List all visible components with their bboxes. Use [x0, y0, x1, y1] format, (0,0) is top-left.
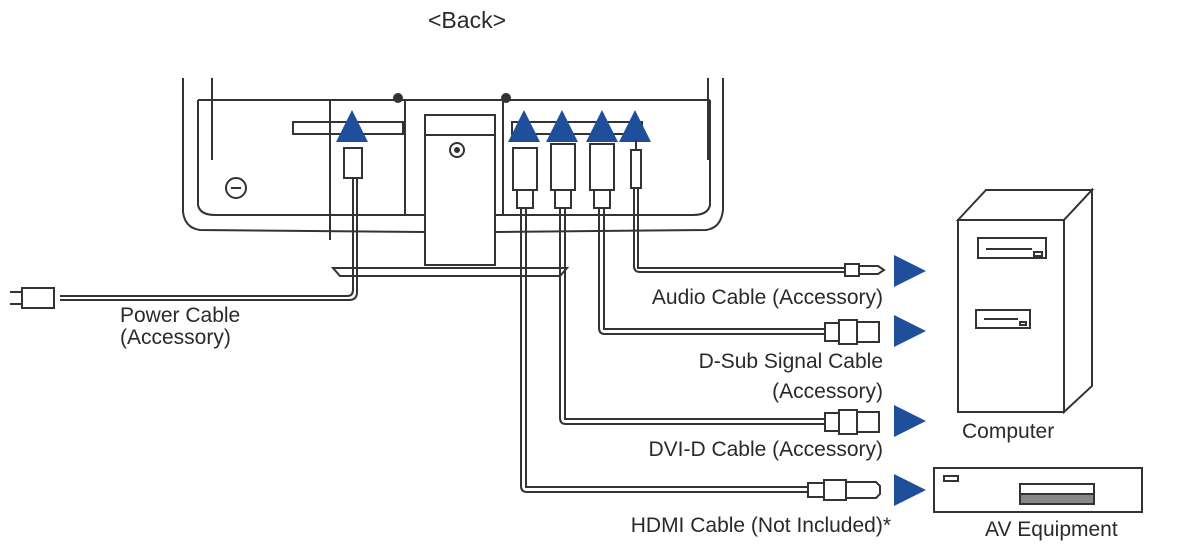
dvid-cable [559, 208, 825, 425]
audio-plug [630, 149, 642, 189]
cable-ends [10, 263, 886, 501]
dsub-cable-sublabel: (Accessory) [772, 380, 883, 403]
power-cable-label: Power Cable [120, 304, 241, 327]
computer-tower-icon [955, 187, 1095, 415]
dvid-cable-label: DVI-D Cable (Accessory) [648, 438, 883, 461]
power-plug [343, 147, 363, 179]
av-equipment-icon [933, 467, 1143, 513]
computer-label: Computer [962, 420, 1055, 443]
monitor-plugs [343, 140, 642, 209]
direction-arrows [894, 255, 926, 506]
diagram-title: <Back> [428, 7, 506, 33]
hdmi-cable [520, 208, 808, 493]
dsub-cable-label: D-Sub Signal Cable [698, 350, 883, 373]
dsub-plug [589, 143, 615, 191]
dvi-plug [550, 143, 576, 191]
port-arrows [336, 110, 651, 142]
power-cable [60, 178, 354, 297]
audio-cable [633, 188, 845, 273]
audio-cable-label: Audio Cable (Accessory) [651, 286, 883, 309]
hdmi-plug [512, 147, 538, 191]
cables [60, 178, 845, 493]
dsub-cable [598, 208, 825, 335]
av-equipment-label: AV Equipment [985, 518, 1118, 541]
hdmi-cable-label: HDMI Cable (Not Included)* [630, 514, 891, 537]
power-cable-sublabel: (Accessory) [120, 326, 231, 349]
